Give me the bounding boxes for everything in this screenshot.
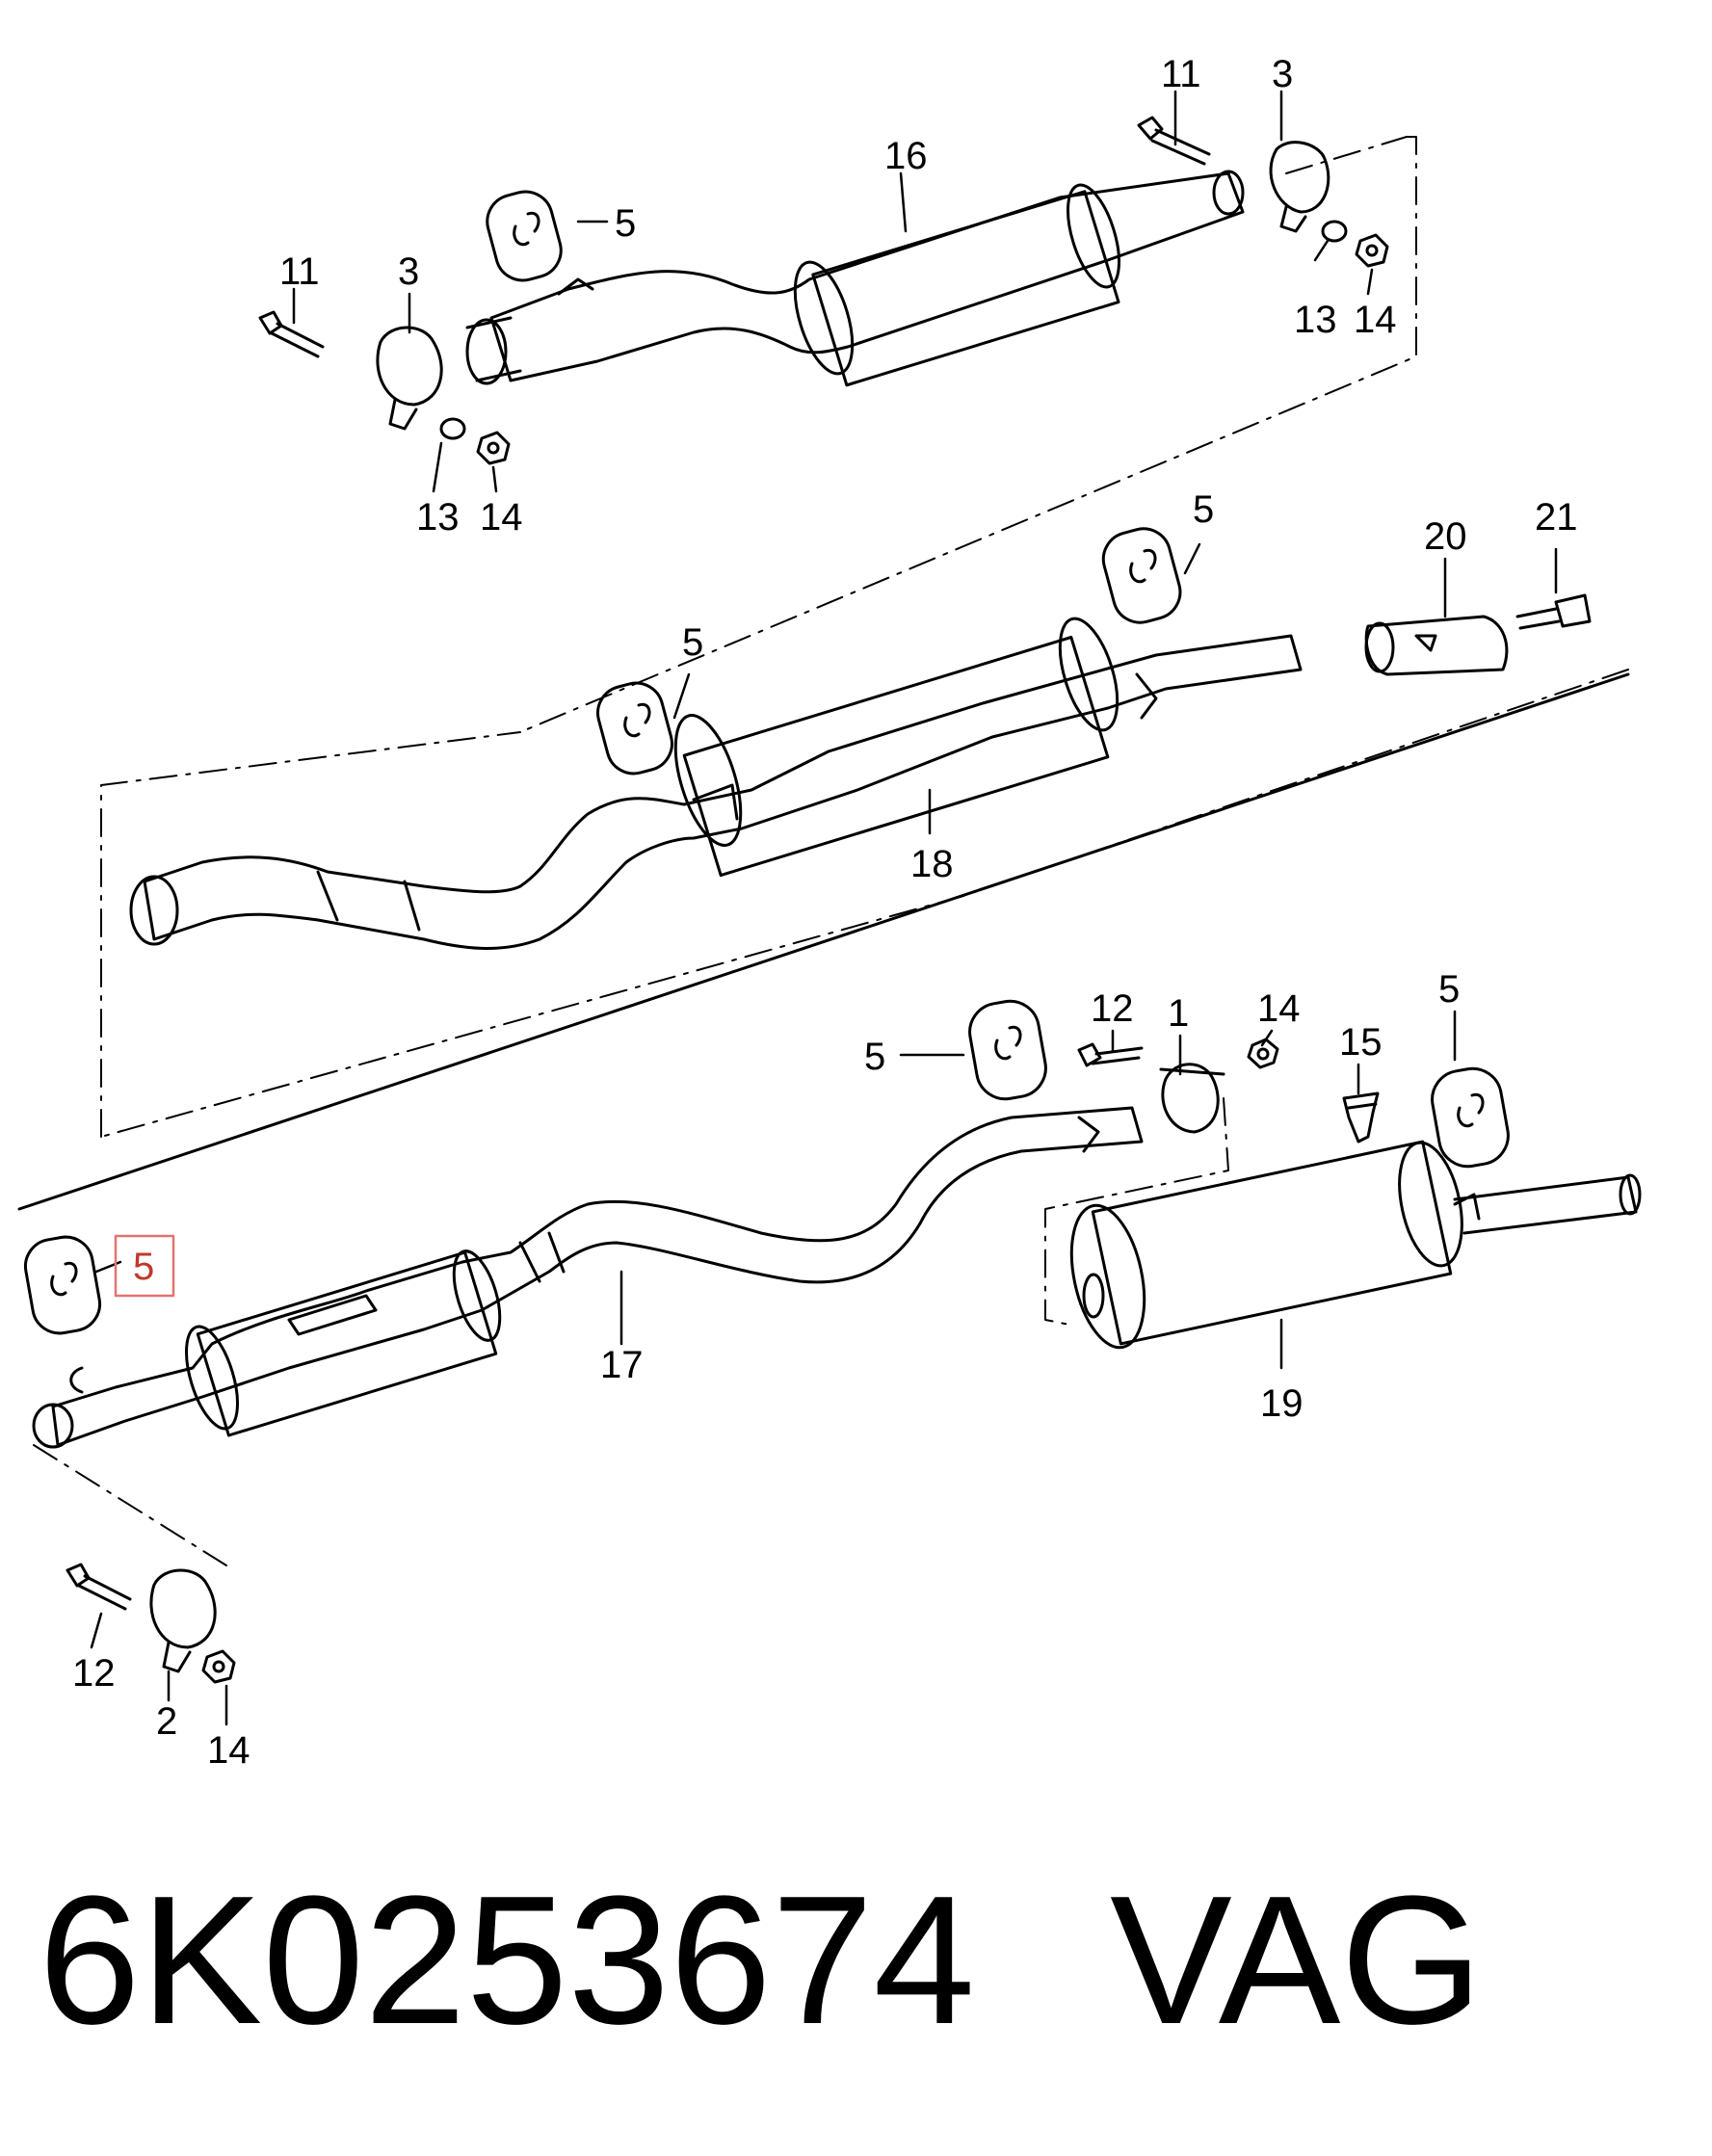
callout-11-top-right: 11 [1161, 53, 1201, 95]
top-right-clamp-3 [1269, 141, 1330, 233]
middle-rubber-hanger-5-right [1101, 527, 1182, 624]
callout-12-lower-bottom: 12 [72, 1652, 116, 1695]
section-divider-line [17, 672, 1630, 1211]
middle-rubber-hanger-5-left [596, 681, 673, 776]
callout-15: 15 [1339, 1021, 1383, 1064]
callout-12-lower-top: 12 [1091, 987, 1134, 1030]
leader-lines [90, 90, 1558, 1726]
callout-21: 21 [1535, 496, 1578, 539]
callout-1: 1 [1168, 992, 1189, 1035]
tailpipe-trim-20 [1364, 615, 1509, 676]
lower-bolt-12-bottom [66, 1563, 132, 1611]
callout-16: 16 [884, 135, 928, 177]
top-left-nut-14 [476, 431, 511, 465]
lower-clip-15 [1342, 1091, 1380, 1144]
callout-5-highlighted: 5 [133, 1246, 154, 1288]
part-number: 6K0253674 [39, 1858, 976, 2063]
callout-14-top-left: 14 [480, 496, 523, 539]
callout-5-top: 5 [615, 202, 636, 245]
callout-5-lower-center: 5 [864, 1036, 885, 1078]
top-right-bolt-11 [1137, 116, 1211, 166]
lower-rubber-hanger-5-left [23, 1235, 102, 1335]
callout-5-middle-left: 5 [682, 621, 703, 664]
callout-14-lower-bottom: 14 [207, 1729, 250, 1772]
tailpipe-bolt-21 [1515, 593, 1592, 630]
callout-5-middle-right: 5 [1193, 488, 1214, 531]
callout-3-top-left: 3 [398, 250, 419, 293]
callout-2: 2 [156, 1700, 177, 1743]
lower-bolt-12-top [1077, 1042, 1144, 1067]
lower-rubber-hanger-5-right [1431, 1066, 1510, 1169]
lower-nut-14-bottom [201, 1649, 236, 1684]
highlight-box [114, 1234, 175, 1298]
callout-13-top-left: 13 [416, 496, 460, 539]
intermediate-pipe-18 [129, 617, 1303, 950]
top-assembly-outline [519, 136, 1417, 733]
lower-assembly-outline [33, 1097, 1229, 1566]
top-right-nut-14 [1355, 233, 1389, 268]
front-pipe-17 [32, 1106, 1144, 1449]
top-right-washer-13 [1321, 220, 1348, 243]
callout-14-top-right: 14 [1354, 299, 1397, 341]
top-left-washer-13 [439, 417, 466, 440]
callout-3-top-right: 3 [1272, 53, 1293, 95]
lower-rubber-hanger-5-center [968, 999, 1047, 1101]
lower-clamp-1 [1159, 1063, 1225, 1134]
callout-17: 17 [600, 1344, 644, 1386]
callout-20: 20 [1424, 515, 1467, 558]
callout-19: 19 [1260, 1382, 1304, 1425]
top-left-clamp-3 [376, 326, 443, 431]
callout-labels: 11 3 16 5 11 3 13 14 13 14 5 20 21 5 18 … [72, 53, 1578, 1772]
top-rubber-hanger-5 [486, 190, 563, 282]
callout-14-lower-top: 14 [1257, 987, 1301, 1030]
lower-clamp-2 [149, 1568, 217, 1673]
callout-13-top-right: 13 [1294, 299, 1337, 341]
rear-muffler-19 [1069, 1140, 1642, 1350]
brand-name: VAG [1110, 1858, 1484, 2063]
callout-5-lower-right: 5 [1438, 968, 1460, 1011]
top-left-bolt-11 [258, 310, 325, 358]
callout-18: 18 [910, 843, 954, 885]
front-pipe-16 [465, 170, 1245, 387]
callout-11-top-left: 11 [279, 250, 320, 293]
